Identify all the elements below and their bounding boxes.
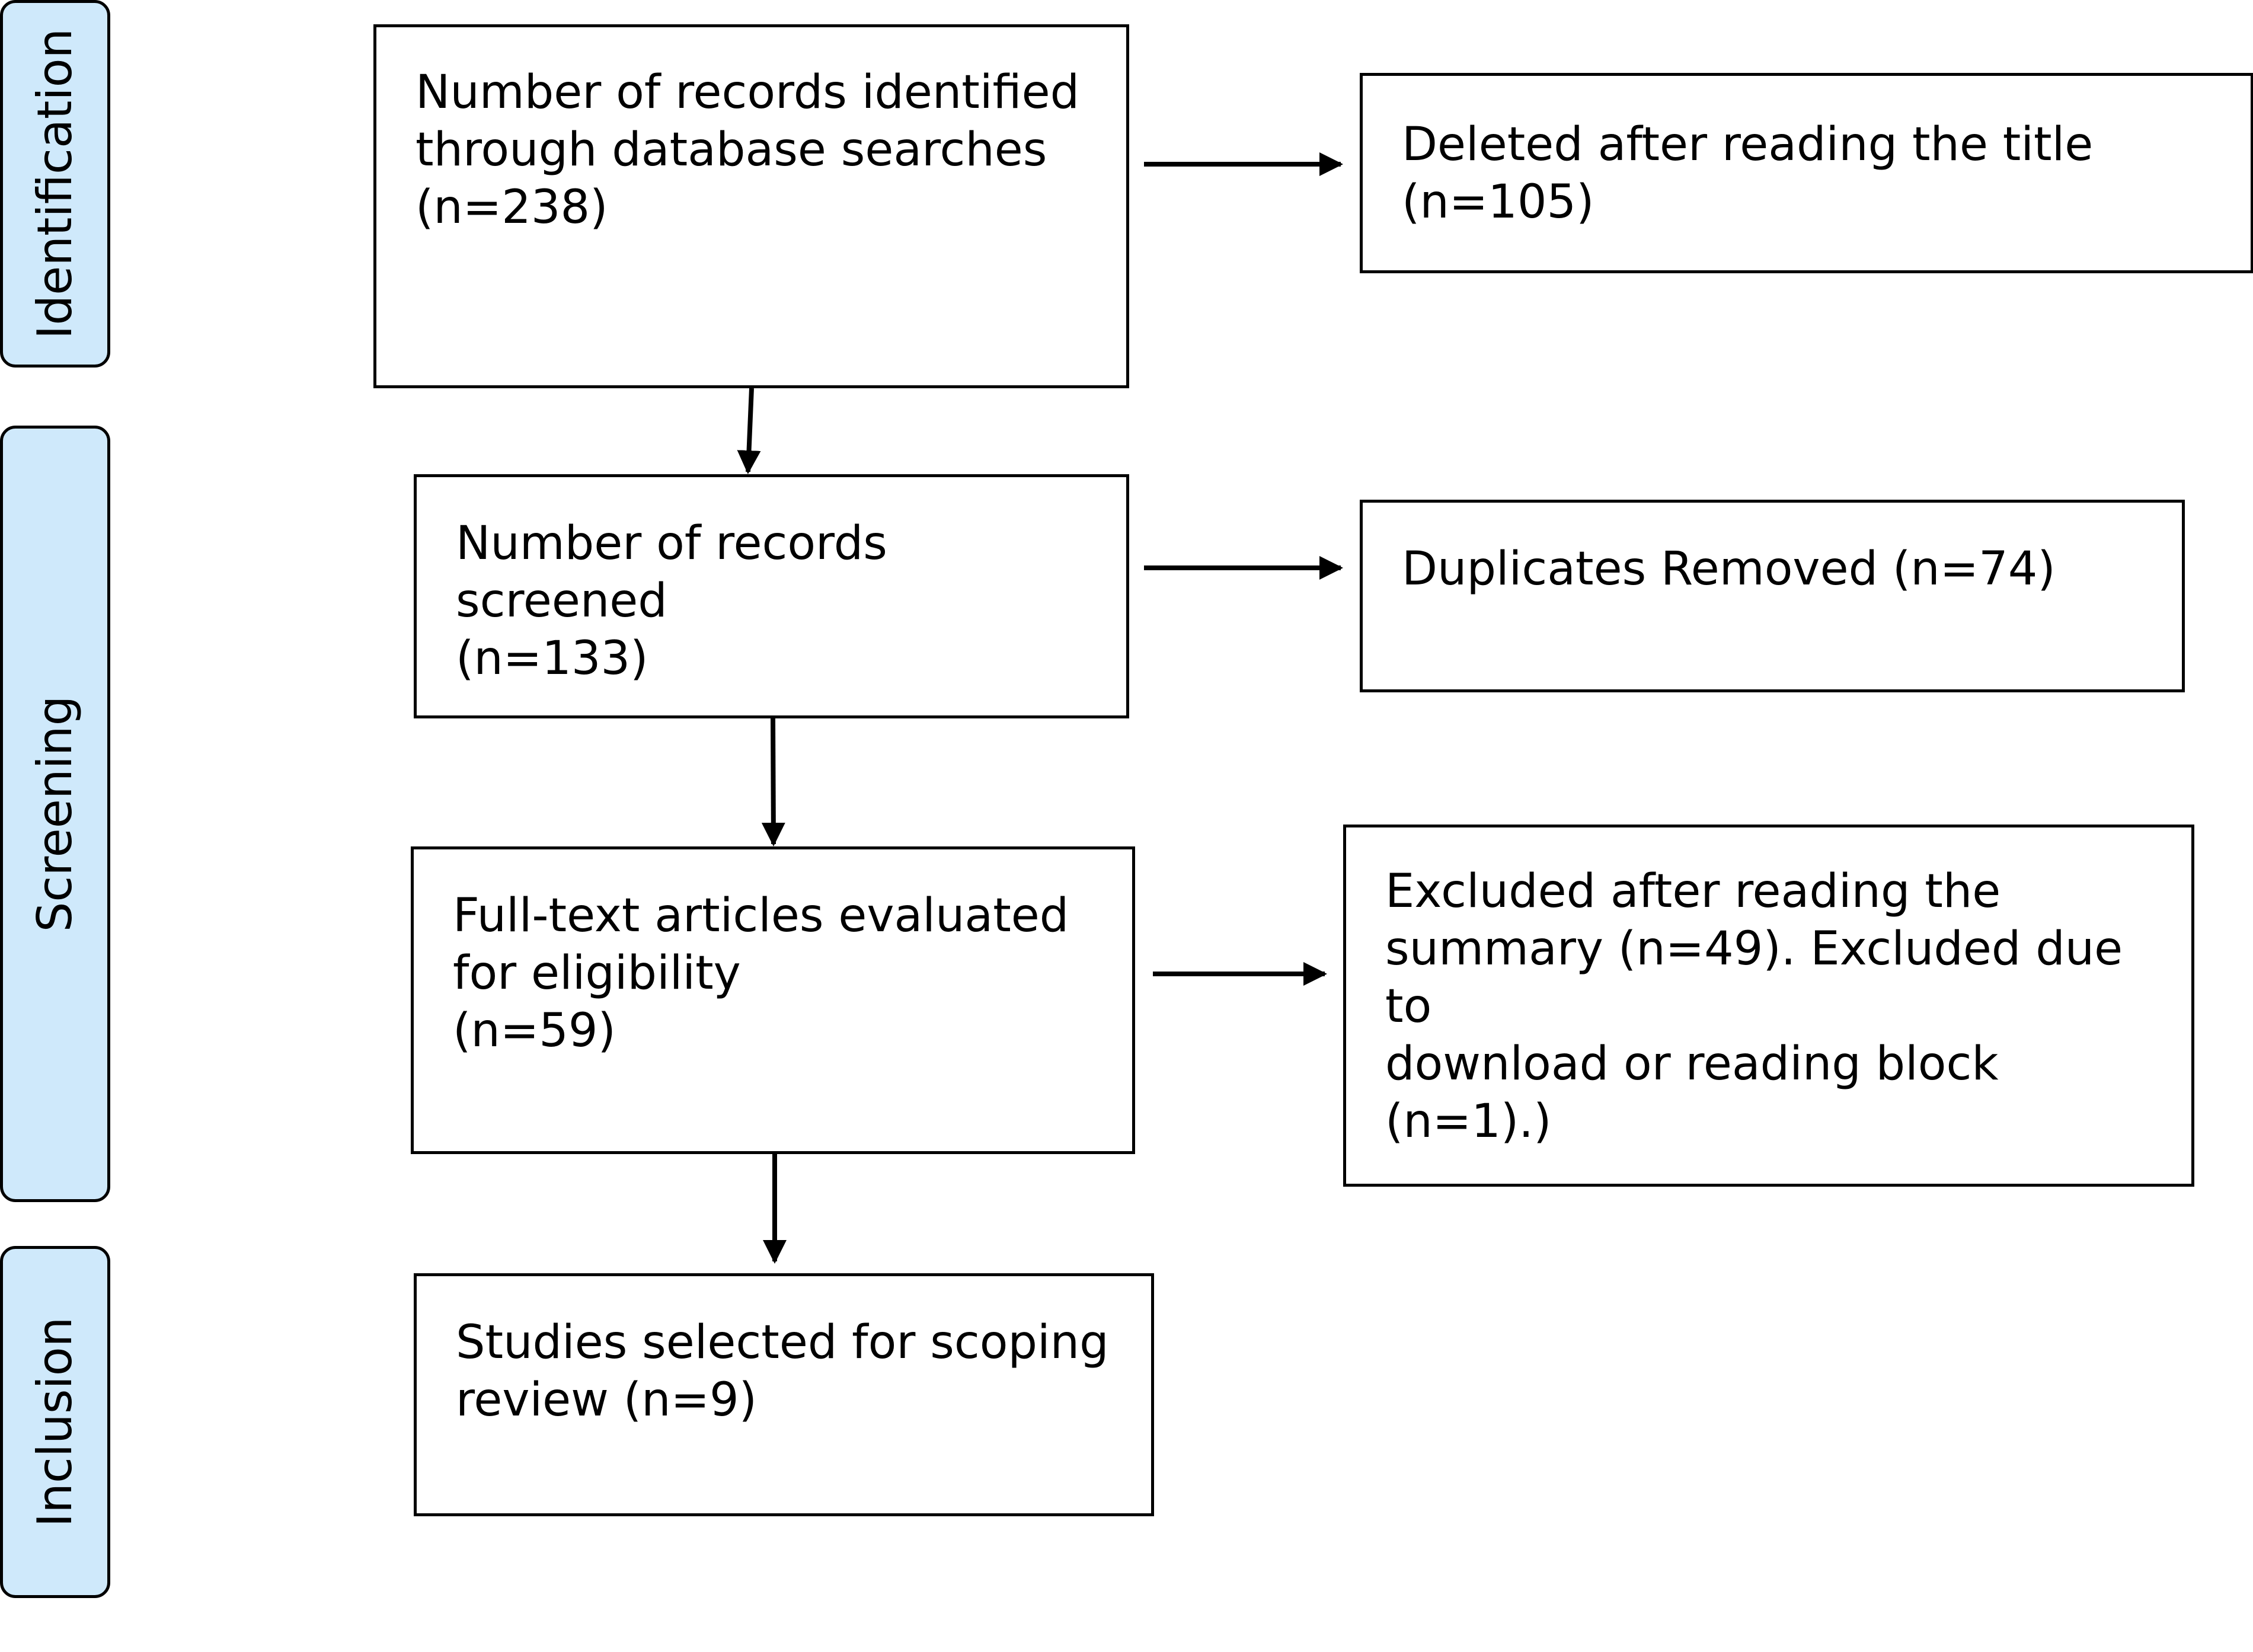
arrow-screened-to-fulltext — [761, 718, 785, 846]
full-text-articles-box: Full-text articles evaluated for eligibi… — [411, 846, 1135, 1154]
phase-inclusion: Inclusion — [0, 1246, 110, 1598]
deleted-after-title-box: Deleted after reading the title (n=105) — [1360, 73, 2253, 273]
phase-screening: Screening — [0, 426, 110, 1202]
duplicates-removed-box: Duplicates Removed (n=74) — [1360, 500, 2185, 692]
phase-identification: Identification — [0, 0, 110, 368]
studies-selected-box: Studies selected for scoping review (n=9… — [414, 1273, 1154, 1516]
records-screened-box: Number of records screened (n=133) — [414, 474, 1129, 718]
arrow-identified-to-screened — [737, 388, 761, 474]
records-identified-box: Number of records identified through dat… — [373, 24, 1129, 388]
excluded-summary-box: Excluded after reading the summary (n=49… — [1343, 825, 2194, 1187]
